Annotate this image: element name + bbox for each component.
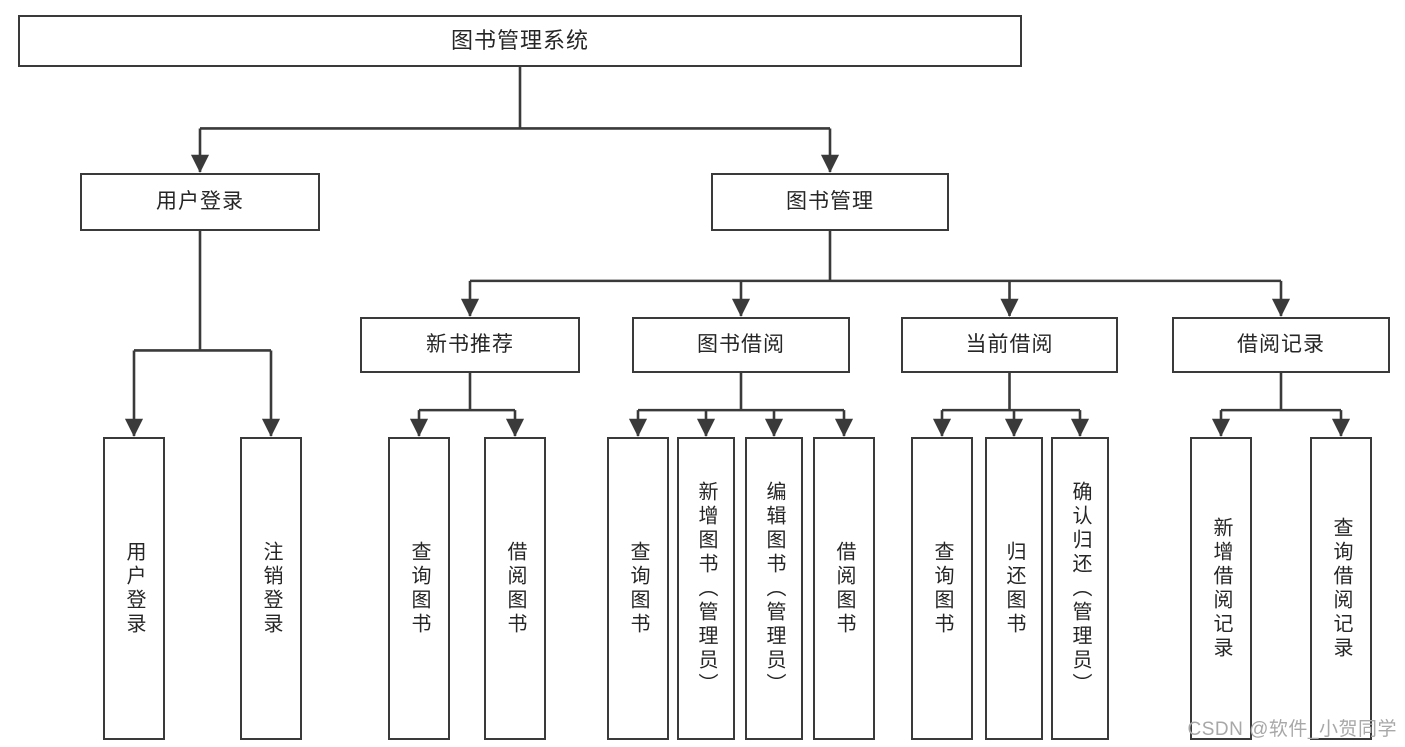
watermark: CSDN @软件_小贺同学 — [1187, 719, 1397, 740]
node-leaf-borrow-book-recommend[interactable]: 借阅图书 — [484, 437, 546, 740]
node-borrow-record[interactable]: 借阅记录 — [1172, 317, 1390, 373]
node-label: 查询图书 — [627, 540, 649, 637]
node-label: 图书管理系统 — [450, 27, 589, 53]
node-label: 借阅图书 — [504, 540, 526, 637]
node-label: 归还图书 — [1003, 540, 1025, 637]
node-label: 查询图书 — [931, 540, 953, 637]
node-book-borrow[interactable]: 图书借阅 — [632, 317, 850, 373]
node-new-book-recommend[interactable]: 新书推荐 — [360, 317, 580, 373]
node-leaf-edit-book[interactable]: 编辑图书（管理员） — [745, 437, 803, 740]
node-label: 查询借阅记录 — [1330, 516, 1352, 661]
node-current-borrow[interactable]: 当前借阅 — [901, 317, 1118, 373]
node-leaf-return-book[interactable]: 归还图书 — [985, 437, 1043, 740]
node-user-login[interactable]: 用户登录 — [80, 173, 320, 231]
node-label: 新书推荐 — [426, 333, 514, 357]
node-root[interactable]: 图书管理系统 — [18, 15, 1022, 67]
node-label: 查询图书 — [408, 540, 430, 637]
node-leaf-query-book-recommend[interactable]: 查询图书 — [388, 437, 450, 740]
node-label: 编辑图书（管理员） — [763, 480, 785, 697]
node-label: 新增图书（管理员） — [695, 480, 717, 697]
node-leaf-add-borrow-record[interactable]: 新增借阅记录 — [1190, 437, 1252, 740]
node-leaf-user-login[interactable]: 用户登录 — [103, 437, 165, 740]
node-leaf-borrow-book[interactable]: 借阅图书 — [813, 437, 875, 740]
node-label: 借阅记录 — [1237, 333, 1325, 357]
node-leaf-query-borrow-record[interactable]: 查询借阅记录 — [1310, 437, 1372, 740]
node-label: 用户登录 — [156, 190, 244, 214]
node-leaf-confirm-return[interactable]: 确认归还（管理员） — [1051, 437, 1109, 740]
node-label: 注销登录 — [260, 540, 282, 637]
node-leaf-query-book-current[interactable]: 查询图书 — [911, 437, 973, 740]
node-label: 新增借阅记录 — [1210, 516, 1232, 661]
node-label: 借阅图书 — [833, 540, 855, 637]
node-leaf-logout[interactable]: 注销登录 — [240, 437, 302, 740]
node-book-manage[interactable]: 图书管理 — [711, 173, 949, 231]
node-leaf-add-book[interactable]: 新增图书（管理员） — [677, 437, 735, 740]
node-label: 用户登录 — [123, 540, 145, 637]
node-label: 图书借阅 — [697, 333, 785, 357]
node-label: 图书管理 — [786, 190, 874, 214]
node-label: 确认归还（管理员） — [1069, 480, 1091, 697]
node-label: 当前借阅 — [965, 333, 1054, 357]
node-leaf-query-book-borrow[interactable]: 查询图书 — [607, 437, 669, 740]
